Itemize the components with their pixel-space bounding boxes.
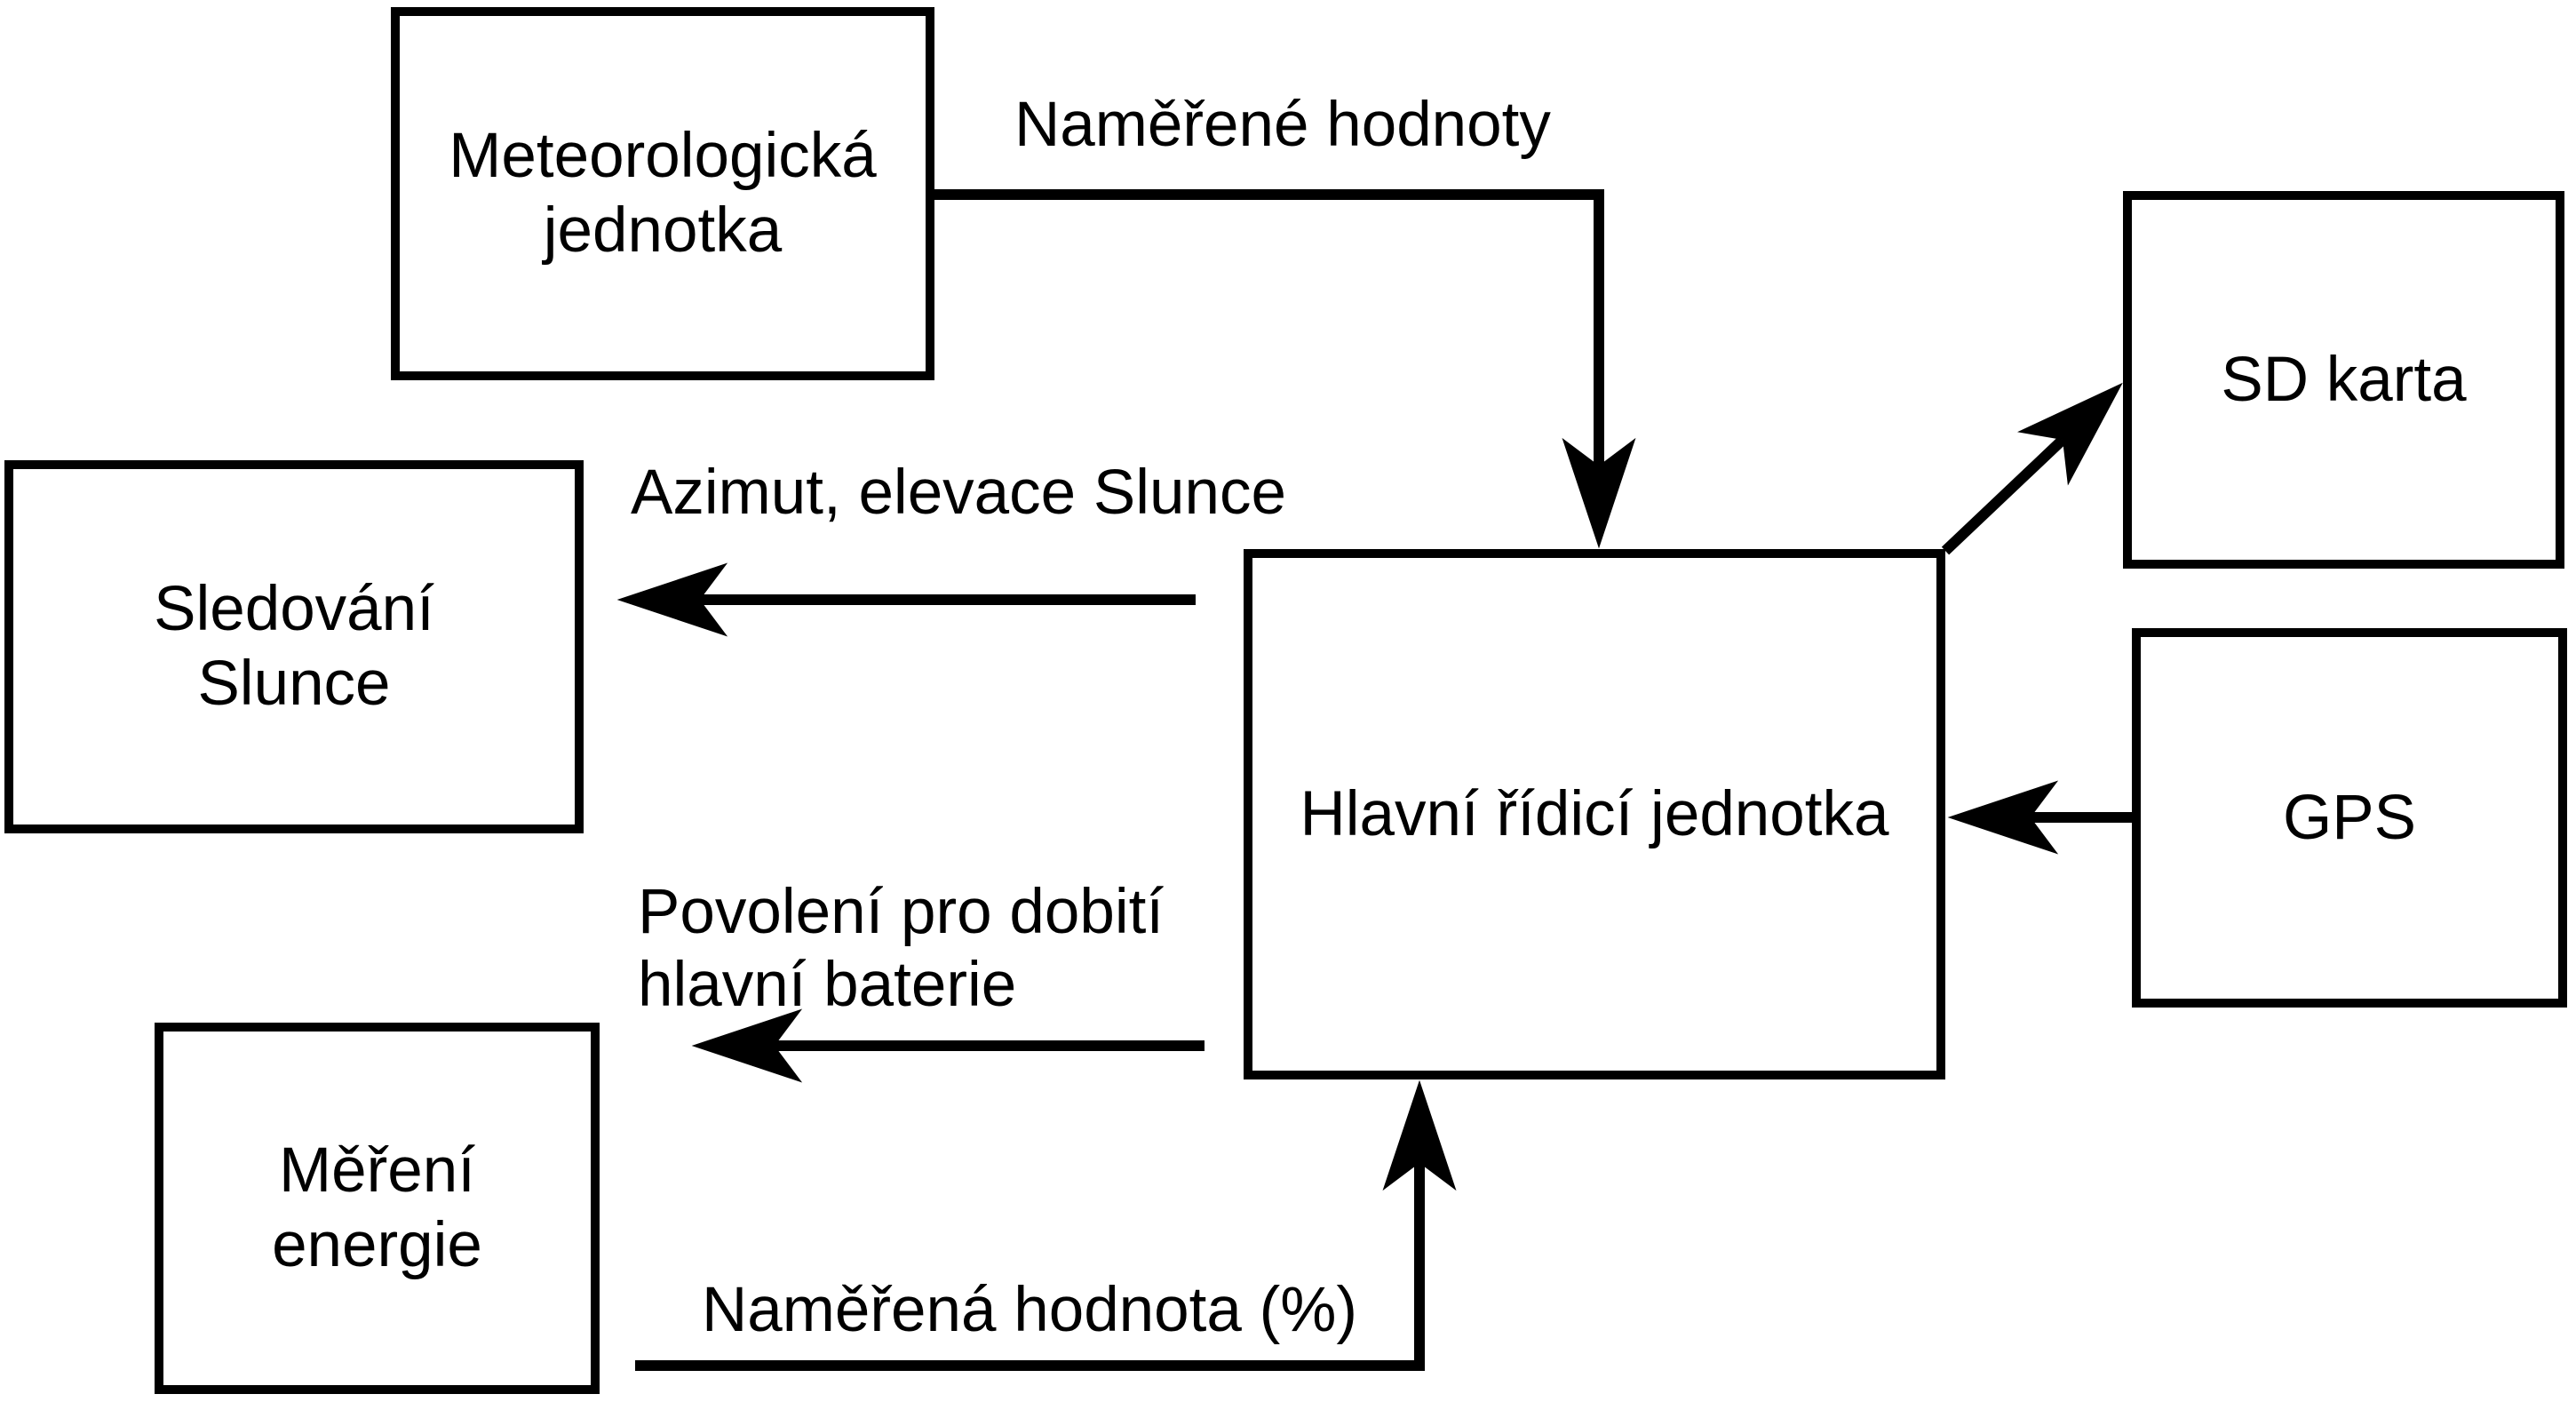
node-hlavni-ridici-jednotka: Hlavní řídicí jednotka	[1244, 549, 1945, 1079]
node-gps-label: GPS	[2283, 782, 2416, 853]
node-sd-karta-label: SD karta	[2221, 344, 2467, 415]
edge-label-namerena-hodnota: Naměřená hodnota (%)	[702, 1275, 1358, 1345]
node-mereni-energie-label-line1: Měření	[279, 1135, 475, 1206]
edge-meteo-to-main	[934, 189, 1636, 549]
edge-label-azimut-elevace-slunce: Azimut, elevace Slunce	[631, 458, 1286, 528]
node-sledovani-slunce: Sledování Slunce	[4, 460, 584, 833]
edge-label-namerene-hodnoty: Naměřené hodnoty	[1014, 90, 1551, 160]
node-mereni-energie-label-line2: energie	[272, 1210, 482, 1280]
edge-label-povoleni-pro-dobiti: Povolení pro dobití hlavní baterie	[638, 876, 1164, 1022]
node-mereni-energie: Měření energie	[155, 1023, 600, 1394]
edge-main-to-sd	[1941, 382, 2123, 555]
node-sd-karta: SD karta	[2123, 191, 2564, 569]
node-sledovani-slunce-label-line1: Sledování	[154, 574, 434, 644]
node-gps: GPS	[2132, 628, 2567, 1008]
node-meteorologicka-jednotka: Meteorologická jednotka	[391, 7, 934, 380]
node-hlavni-ridici-jednotka-label: Hlavní řídicí jednotka	[1300, 778, 1889, 849]
node-meteorologicka-jednotka-label-line2: jednotka	[543, 195, 783, 266]
edge-label-povoleni-line2: hlavní baterie	[638, 950, 1017, 1020]
node-meteorologicka-jednotka-label-line1: Meteorologická	[449, 121, 877, 191]
edge-label-povoleni-line1: Povolení pro dobití	[638, 877, 1165, 947]
node-sledovani-slunce-label-line2: Slunce	[197, 649, 391, 719]
